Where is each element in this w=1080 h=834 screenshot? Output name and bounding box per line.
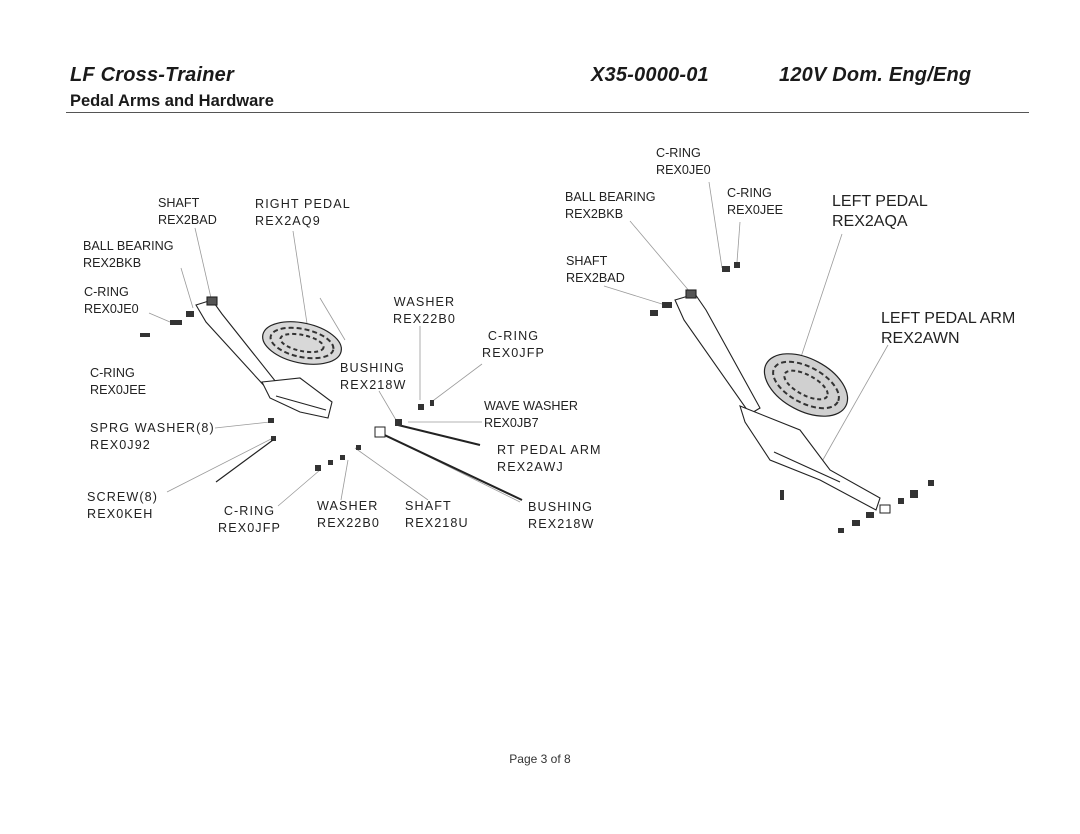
part-name: RIGHT PEDAL [255, 197, 351, 211]
part-code: REX22B0 [317, 515, 381, 530]
part-name: C-RING [727, 186, 772, 200]
document-title: LF Cross-Trainer [70, 64, 234, 86]
label-shaft-right: SHAFT REX2BAD [566, 253, 625, 286]
part-name: LEFT PEDAL [832, 193, 928, 210]
label-cring-jfp-bottom: C-RING REX0JFP [218, 503, 281, 536]
right-hardware-pieces [650, 262, 934, 533]
part-name: WASHER [317, 499, 379, 513]
part-name: WAVE WASHER [484, 399, 578, 413]
part-code: REX0JEE [727, 202, 783, 217]
label-washer-bottom: WASHER REX22B0 [317, 498, 380, 531]
header-rule [66, 112, 1029, 113]
label-sprg-washer: SPRG WASHER(8) REX0J92 [90, 420, 215, 453]
part-code: REX0JE0 [84, 301, 139, 316]
label-right-pedal: RIGHT PEDAL REX2AQ9 [255, 196, 351, 229]
part-name: BALL BEARING [83, 239, 174, 253]
right-pedal-footplate [262, 321, 342, 365]
label-bushing-mid: BUSHING REX218W [340, 360, 407, 393]
part-code: REX0KEH [87, 506, 154, 521]
label-cring-je0-left: C-RING REX0JE0 [84, 284, 139, 317]
part-name: SCREW(8) [87, 490, 159, 504]
part-name: C-RING [84, 285, 129, 299]
part-code: REX2BAD [566, 270, 625, 285]
part-name: C-RING [90, 366, 135, 380]
label-cring-je0-top: C-RING REX0JE0 [656, 145, 711, 178]
part-code: REX0JFP [482, 345, 545, 360]
label-screw: SCREW(8) REX0KEH [87, 489, 158, 522]
part-name: LEFT PEDAL ARM [881, 310, 1016, 327]
part-code: REX2BKB [83, 255, 142, 270]
part-name: BUSHING [340, 361, 406, 375]
part-code: REX22B0 [393, 311, 457, 326]
label-cring-jfp-mid: C-RING REX0JFP [482, 328, 545, 361]
part-code: REX0JB7 [484, 415, 539, 430]
part-code: REX2AQ9 [255, 213, 321, 228]
rt-pedal-arm-rod [377, 424, 523, 501]
part-name: C-RING [656, 146, 701, 160]
part-name: C-RING [487, 329, 540, 343]
part-code: REX2AWJ [497, 459, 564, 474]
part-code: REX2AWN [881, 329, 960, 347]
part-name: WASHER [393, 295, 456, 309]
part-name: SHAFT [566, 254, 608, 268]
left-pedal-arm-drawing [674, 289, 881, 511]
right-pedal-arm-drawing [195, 296, 333, 419]
part-code: REX0JEE [90, 382, 146, 397]
label-wave-washer: WAVE WASHER REX0JB7 [484, 398, 578, 431]
part-code: REX0JE0 [656, 162, 711, 177]
part-code: REX2BKB [565, 206, 624, 221]
label-rt-pedal-arm: RT PEDAL ARM REX2AWJ [497, 442, 602, 475]
left-hardware-pieces [140, 311, 434, 471]
part-name: SHAFT [405, 499, 452, 513]
label-cring-jee-left: C-RING REX0JEE [90, 365, 146, 398]
page-number: Page 3 of 8 [509, 752, 571, 766]
part-code: REX218U [405, 515, 469, 530]
part-code: REX218W [528, 516, 595, 531]
label-ball-bearing-left: BALL BEARING REX2BKB [83, 238, 174, 271]
label-bushing-bottom: BUSHING REX218W [528, 499, 595, 532]
part-name: BUSHING [528, 500, 594, 514]
part-name: BALL BEARING [565, 190, 656, 204]
part-number: X35-0000-01 [591, 64, 709, 86]
part-code: REX2BAD [158, 212, 217, 227]
part-name: SHAFT [158, 196, 200, 210]
part-code: REX0J92 [90, 437, 151, 452]
label-cring-jee-right: C-RING REX0JEE [727, 185, 783, 218]
label-left-pedal: LEFT PEDAL REX2AQA [832, 192, 928, 231]
label-shaft-bottom: SHAFT REX218U [405, 498, 469, 531]
label-ball-bearing-right: BALL BEARING REX2BKB [565, 189, 656, 222]
part-name: SPRG WASHER(8) [90, 421, 215, 435]
label-left-pedal-arm: LEFT PEDAL ARM REX2AWN [881, 309, 1015, 348]
label-washer-top: WASHER REX22B0 [393, 294, 456, 327]
part-code: REX0JFP [218, 520, 281, 535]
part-name: C-RING [223, 504, 276, 518]
left-pedal-footplate [763, 353, 849, 417]
part-code: REX218W [340, 377, 407, 392]
section-subtitle: Pedal Arms and Hardware [70, 92, 274, 110]
label-shaft-left: SHAFT REX2BAD [158, 195, 217, 228]
part-name: RT PEDAL ARM [497, 443, 602, 457]
part-code: REX2AQA [832, 212, 908, 230]
configuration: 120V Dom. Eng/Eng [779, 64, 972, 86]
